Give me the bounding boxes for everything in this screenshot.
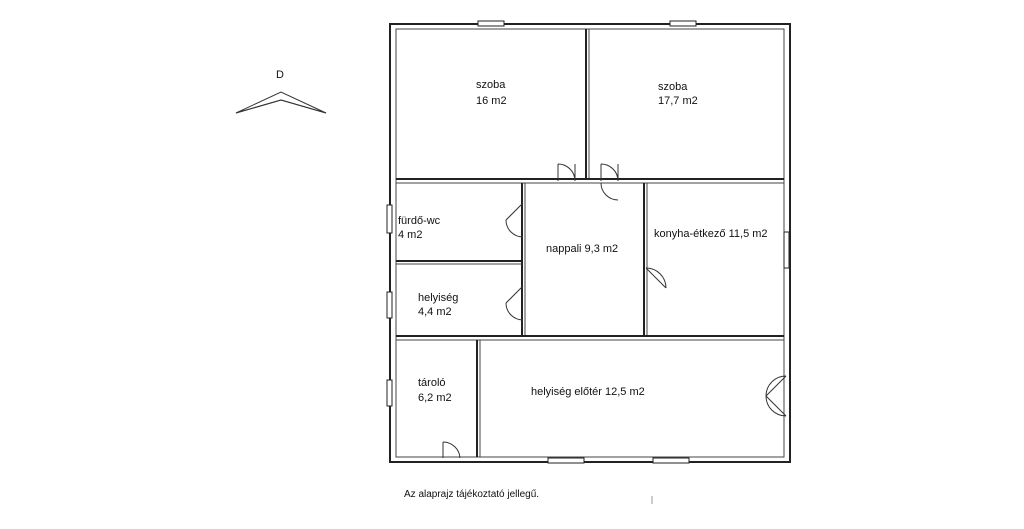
room-labels: szoba 16 m2 szoba 17,7 m2 fürdő-wc 4 m2 … — [398, 79, 768, 404]
interior-walls — [396, 29, 784, 457]
room-name-eloter: helyiség előtér 12,5 m2 — [531, 386, 645, 398]
room-area-furdo: 4 m2 — [398, 229, 422, 241]
room-name-nappali: nappali 9,3 m2 — [546, 243, 618, 255]
room-name-konyha: konyha-étkező 11,5 m2 — [654, 228, 768, 240]
windows — [386, 20, 790, 464]
room-name-tarolo: tároló — [418, 377, 446, 389]
room-name-szoba-1: szoba — [476, 79, 506, 91]
north-arrow-icon — [235, 91, 327, 114]
compass-label: D — [276, 69, 284, 81]
room-name-helyiseg: helyiség — [418, 292, 458, 304]
doors — [442, 163, 787, 459]
footnote: Az alaprajz tájékoztató jellegű. — [404, 489, 540, 500]
room-name-furdo: fürdő-wc — [398, 215, 441, 227]
room-area-helyiseg: 4,4 m2 — [418, 306, 452, 318]
room-area-szoba-1: 16 m2 — [476, 95, 507, 107]
room-area-tarolo: 6,2 m2 — [418, 392, 452, 404]
room-area-szoba-2: 17,7 m2 — [658, 95, 698, 107]
room-name-szoba-2: szoba — [658, 81, 688, 93]
